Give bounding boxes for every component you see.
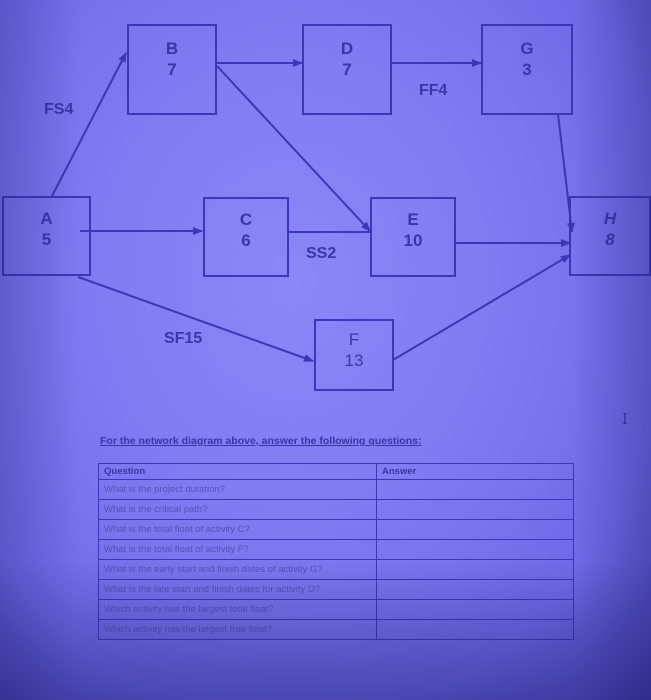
question-cell: What is the total float of activity C? xyxy=(98,519,377,540)
table-row: What is the total float of activity C? xyxy=(98,519,574,540)
activity-node-d: D 7 xyxy=(302,24,392,115)
activity-node-c: C 6 xyxy=(203,197,289,277)
edge-b-e xyxy=(216,65,371,232)
table-row: What is the early start and finish dates… xyxy=(98,559,574,580)
answer-cell[interactable] xyxy=(376,519,574,540)
relationship-label-sf15: SF15 xyxy=(164,330,203,347)
activity-h-duration: 8 xyxy=(605,230,615,249)
answer-cell[interactable] xyxy=(376,479,574,500)
activity-d-id: D xyxy=(340,39,354,58)
question-cell: What is the critical path? xyxy=(98,499,377,520)
activity-e-duration: 10 xyxy=(403,231,423,250)
activity-b-duration: 7 xyxy=(167,60,177,79)
activity-node-b: B 7 xyxy=(127,24,217,115)
questions-table: Question Answer What is the project dura… xyxy=(98,463,574,640)
activity-a-duration: 5 xyxy=(41,230,52,249)
activity-c-duration: 6 xyxy=(241,231,251,250)
relationship-label-fs4: FS4 xyxy=(44,101,74,118)
table-header-row: Question Answer xyxy=(98,463,574,480)
answer-cell[interactable] xyxy=(376,559,574,580)
table-row: What is the critical path? xyxy=(98,499,574,520)
question-cell: What is the early start and finish dates… xyxy=(98,559,377,580)
activity-node-g: G 3 xyxy=(481,24,573,115)
relationship-label-ff4: FF4 xyxy=(419,82,448,99)
question-cell: Which activity has the largest free floa… xyxy=(98,619,377,640)
relationship-label-ss2: SS2 xyxy=(306,245,337,262)
answer-cell[interactable] xyxy=(376,499,574,520)
text-cursor-icon: I xyxy=(622,410,628,428)
instructions-heading: For the network diagram above, answer th… xyxy=(100,435,422,447)
activity-node-h: H 8 xyxy=(569,196,651,276)
answer-cell[interactable] xyxy=(376,539,574,560)
edge-a-f xyxy=(77,276,314,362)
activity-d-duration: 7 xyxy=(342,60,352,79)
activity-c-id: C xyxy=(239,210,253,229)
answer-cell[interactable] xyxy=(376,599,574,620)
table-row: What is the total float of activity F? xyxy=(98,539,574,560)
activity-node-a: A 5 xyxy=(2,196,91,276)
activity-node-f: F 13 xyxy=(314,319,394,391)
activity-f-duration: 13 xyxy=(344,351,364,370)
table-row: Which activity has the largest total flo… xyxy=(98,599,574,620)
question-cell: What is the late start and finish dates … xyxy=(98,579,377,600)
header-answer: Answer xyxy=(376,463,574,480)
table-row: What is the late start and finish dates … xyxy=(98,579,574,600)
answer-cell[interactable] xyxy=(376,579,574,600)
edge-f-h xyxy=(392,254,571,361)
header-question: Question xyxy=(98,463,377,480)
question-cell: Which activity has the largest total flo… xyxy=(98,599,377,620)
activity-g-duration: 3 xyxy=(522,60,532,79)
activity-a-id: A xyxy=(40,209,53,228)
activity-b-id: B xyxy=(165,39,179,58)
activity-e-id: E xyxy=(407,210,419,229)
activity-node-e: E 10 xyxy=(370,197,456,277)
edge-a-b xyxy=(51,52,127,197)
table-row: Which activity has the largest free floa… xyxy=(98,619,574,640)
question-cell: What is the total float of activity F? xyxy=(98,539,377,560)
answer-cell[interactable] xyxy=(376,619,574,640)
question-cell: What is the project duration? xyxy=(98,479,377,500)
activity-g-id: G xyxy=(520,39,534,58)
table-row: What is the project duration? xyxy=(98,479,574,500)
activity-f-id: F xyxy=(348,330,360,349)
activity-h-id: H xyxy=(603,209,617,228)
